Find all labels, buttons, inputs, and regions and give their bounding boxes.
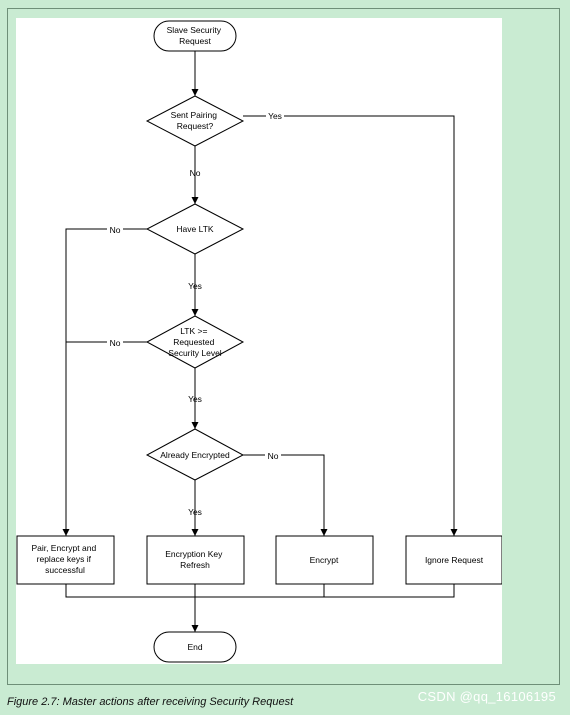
label-ltk-level-yes: Yes [188,394,202,404]
decision-have-ltk [145,203,245,255]
encrypt-text: Encrypt [310,555,339,565]
flowchart-svg: Yes No No Yes No Yes No Yes [16,20,503,663]
flowchart-canvas: Yes No No Yes No Yes No Yes [16,18,503,664]
figure-caption: Figure 2.7: Master actions after receivi… [7,696,294,708]
figure-frame [7,8,560,685]
edge-already-encrypted-no [243,454,328,536]
decision-already-encrypted [145,428,245,481]
connectors [62,51,458,632]
label-sent-pairing-yes: Yes [268,111,282,121]
start-text: Slave Security Request [167,25,224,46]
ltk-level-text: LTK >= Requested Security Level [168,326,221,358]
end-text: End [187,642,202,652]
sent-pairing-text: Sent Pairing Request? [171,110,220,131]
start-terminator [153,20,237,52]
key-refresh-text: Encryption Key Refresh [165,549,225,570]
label-sent-pairing-no: No [190,168,201,178]
label-already-encrypted-yes: Yes [188,507,202,517]
process-encrypt [275,535,374,585]
process-ignore-request [405,535,503,585]
edge-have-ltk-no [62,228,147,536]
merge-line [65,584,455,598]
process-pair-encrypt [16,535,115,585]
label-have-ltk-yes: Yes [188,281,202,291]
label-have-ltk-no: No [110,225,121,235]
decision-sent-pairing [145,95,245,147]
have-ltk-text: Have LTK [176,224,213,234]
pair-encrypt-text: Pair, Encrypt and replace keys if succes… [31,543,98,575]
label-ltk-level-no: No [110,338,121,348]
already-encrypted-text: Already Encrypted [160,450,230,460]
ignore-request-text: Ignore Request [425,555,484,565]
edge-sent-pairing-yes [243,115,458,536]
watermark: CSDN @qq_16106195 [417,689,556,704]
label-already-encrypted-no: No [268,451,279,461]
process-key-refresh [146,535,245,585]
decision-ltk-level [145,315,245,369]
edge-labels: Yes No No Yes No Yes No Yes [107,110,284,517]
end-terminator [153,631,237,663]
